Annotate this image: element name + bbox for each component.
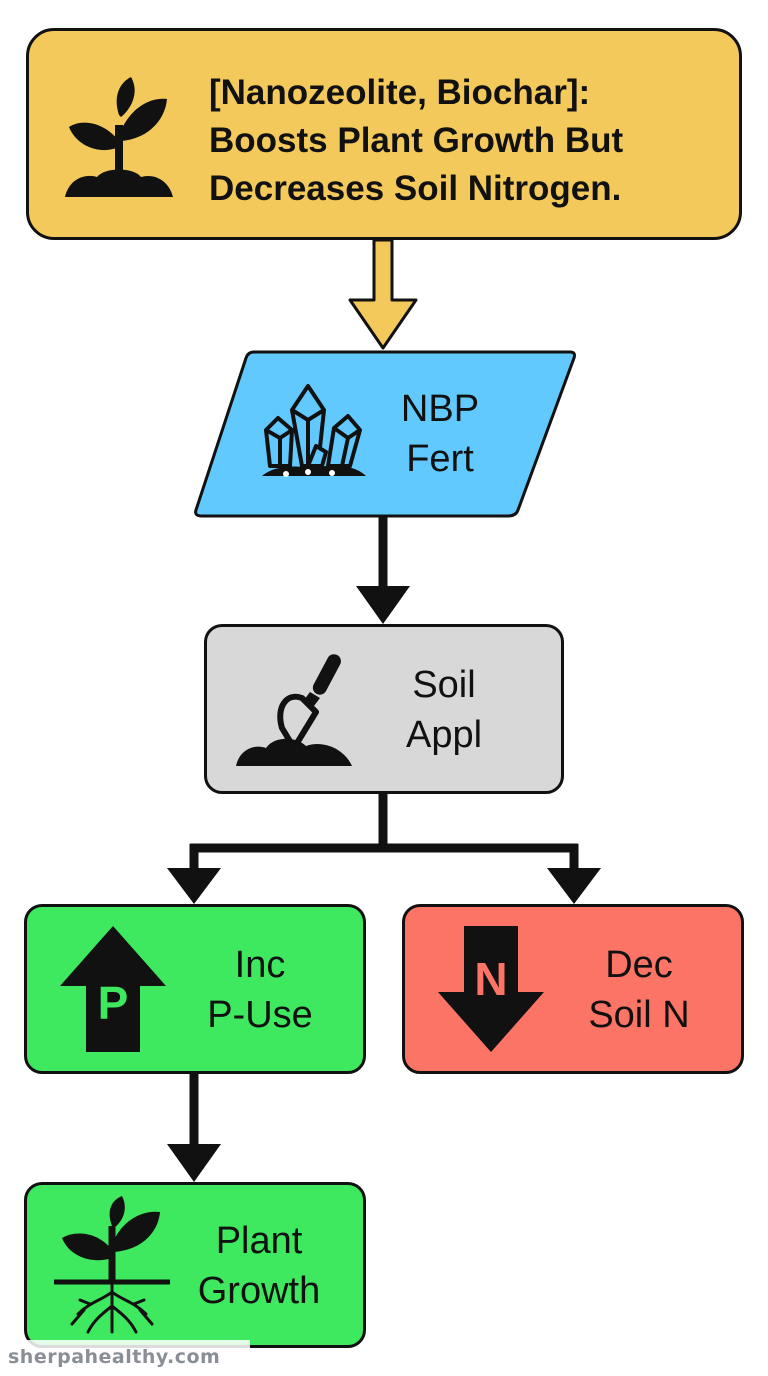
soil-n-node	[402, 904, 744, 1074]
down-arrow-n-icon	[438, 926, 544, 1052]
application-line-2: Appl	[405, 714, 483, 756]
title-line-1: [Nanozeolite, Biochar]:	[209, 73, 591, 112]
p-use-arrow-letter: P	[97, 977, 129, 1029]
crystals-icon	[262, 384, 366, 477]
fert-to-appl-arrowhead	[356, 586, 410, 624]
p-use-node	[24, 904, 366, 1074]
up-arrow-p-icon	[60, 926, 166, 1052]
soil-n-line-2: Soil N	[588, 994, 690, 1036]
title-box: [Nanozeolite, Biochar]: Boosts Plant Gro…	[26, 28, 742, 240]
plant-roots-icon	[54, 1196, 170, 1334]
p-use-line-2: P-Use	[207, 994, 313, 1036]
growth-line-1: Plant	[215, 1220, 303, 1262]
trowel-soil-icon	[236, 654, 352, 766]
title-line-2: Boosts Plant Growth But	[209, 121, 624, 160]
soil-n-arrow-letter: N	[474, 953, 508, 1005]
watermark-text: sherpahealthy.com	[8, 1346, 221, 1368]
title-line-3: Decreases Soil Nitrogen.	[209, 169, 622, 208]
soil-n-line-1: Dec	[605, 944, 673, 986]
growth-line-2: Growth	[197, 1270, 321, 1312]
sprout-soil-icon	[65, 77, 173, 197]
watermark: sherpahealthy.com	[0, 1340, 250, 1376]
application-line-1: Soil	[412, 664, 476, 706]
p-use-line-1: Inc	[234, 944, 286, 986]
fertilizer-line-2: Fert	[406, 438, 474, 480]
fertilizer-line-1: NBP	[400, 388, 480, 430]
title-to-fert-arrow	[348, 238, 418, 350]
split-left-arrowhead	[167, 868, 221, 904]
split-right-arrowhead	[547, 868, 601, 904]
puse-to-growth-arrowhead	[167, 1144, 221, 1182]
